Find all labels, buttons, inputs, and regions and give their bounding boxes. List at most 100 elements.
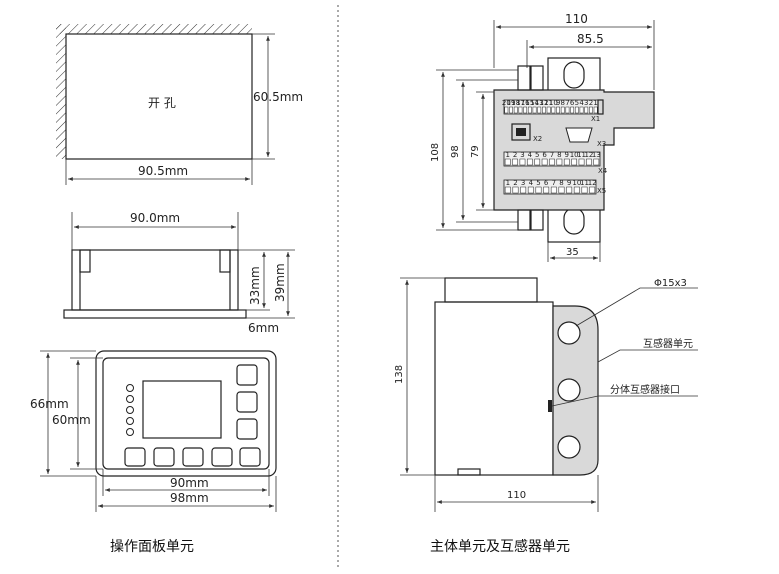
front-outer [95, 350, 277, 477]
terminal-pin-number: 6 [570, 99, 575, 107]
port-x2-inner [516, 128, 526, 136]
led-indicator [126, 417, 134, 425]
key-right [236, 364, 258, 386]
latch-bottom [517, 209, 531, 231]
key-bottom [124, 447, 146, 467]
terminal-pin-number: 9 [567, 179, 571, 187]
terminal-pin-number: 10 [572, 179, 581, 187]
key-bottom [211, 447, 233, 467]
terminal-pin-number: 5 [575, 99, 579, 107]
terminal-screw [565, 106, 570, 114]
terminal-screw [527, 186, 534, 194]
side-tab-left [79, 249, 91, 273]
terminal-screw [589, 186, 596, 194]
connector-x3-label: X3 [597, 140, 606, 148]
terminal-pin-number: 4 [529, 179, 534, 187]
terminal-pin-number: 10 [570, 151, 579, 159]
panel-side-view: 90.0mm 33mm 39mm 6mm [63, 211, 295, 335]
cutout-height-label: 60.5mm [253, 90, 303, 104]
terminal-screw [546, 106, 551, 114]
split-interface-port [548, 400, 552, 412]
led-indicator [126, 384, 134, 392]
terminal-pin-number: 17 [516, 99, 525, 107]
rail-slot-bottom [563, 207, 585, 235]
terminal-screw [593, 106, 598, 114]
side-flange-label: 6mm [248, 321, 279, 335]
rail-slot-top [563, 61, 585, 89]
terminal-pin-number: 1 [505, 151, 509, 159]
terminal-screw [556, 106, 560, 114]
terminal-pin-number: 3 [584, 99, 588, 107]
lcd-screen [142, 380, 222, 439]
sensor-hole [557, 378, 581, 402]
terminal-pin-number: 13 [592, 151, 601, 159]
terminal-screw [504, 106, 509, 114]
terminal-screw [527, 158, 533, 166]
top-height-mid-label: 98 [450, 145, 461, 158]
terminal-pin-number: 2 [513, 179, 517, 187]
side-height-a-label: 33mm [248, 266, 262, 305]
connector-x2-label: X2 [533, 135, 542, 143]
terminal-pin-number: 5 [536, 179, 540, 187]
latch-bottom [530, 209, 544, 231]
top-height-outer-label: 108 [430, 143, 441, 162]
terminal-pin-number: 4 [579, 99, 584, 107]
terminal-screw [520, 186, 527, 194]
terminal-pin-number: 11 [544, 99, 553, 107]
key-right [236, 418, 258, 440]
cutout-label: 开 孔 [148, 96, 176, 110]
sensor-hole [557, 435, 581, 459]
terminal-screw [519, 158, 526, 166]
key-bottom [239, 447, 261, 467]
key-right [236, 391, 258, 413]
cutout-view: 开 孔 60.5mm 90.5mm [56, 24, 303, 185]
side-top-block [444, 277, 538, 303]
terminal-pin-number: 5 [535, 151, 539, 159]
terminal-pin-number: 2 [589, 99, 593, 107]
terminal-pin-number: 3 [520, 151, 524, 159]
terminal-screw [563, 158, 570, 166]
side-body [71, 249, 239, 311]
terminal-screw [523, 106, 528, 114]
terminal-pin-number: 6 [542, 151, 547, 159]
terminal-screw [518, 106, 523, 114]
terminal-screw [584, 106, 589, 114]
terminal-pin-number: 9 [565, 151, 569, 159]
terminal-pin-number: 7 [552, 179, 556, 187]
connector-x5-label: X5 [597, 187, 606, 195]
connector-x1-label: X1 [591, 115, 600, 123]
terminal-screw [512, 158, 518, 166]
key-bottom [182, 447, 204, 467]
terminal-pin-number: 2 [513, 151, 517, 159]
terminal-screw [504, 158, 511, 166]
left-caption: 操作面板单元 [110, 539, 194, 555]
terminal-screw [509, 106, 513, 114]
port-x2 [511, 123, 531, 141]
led-indicator [126, 406, 134, 414]
terminal-pin-number: 12 [588, 179, 597, 187]
main-side-view: Φ15x3 互感器单元 分体互感器接口 138 110 [394, 277, 698, 512]
terminal-pin-number: 1 [593, 99, 597, 107]
terminal-screw [549, 158, 555, 166]
side-flange [63, 309, 247, 319]
key-bottom [153, 447, 175, 467]
latch-top [517, 65, 531, 91]
terminal-screw [558, 186, 565, 194]
terminal-pin-number: 19 [507, 99, 516, 107]
cutout-hatch-top [56, 24, 252, 34]
terminal-pin-number: 1 [506, 179, 510, 187]
terminal-pin-number: 12 [539, 99, 548, 107]
terminal-pin-number: 8 [561, 99, 565, 107]
terminal-pin-number: 4 [528, 151, 533, 159]
fuse-window [597, 99, 604, 115]
front-outer-height-label: 66mm [30, 397, 69, 411]
terminal-screw [541, 158, 548, 166]
right-caption: 主体单元及互感器单元 [430, 538, 570, 555]
terminal-screw [560, 106, 565, 114]
terminal-screw [537, 106, 542, 114]
terminal-screw [570, 106, 575, 114]
